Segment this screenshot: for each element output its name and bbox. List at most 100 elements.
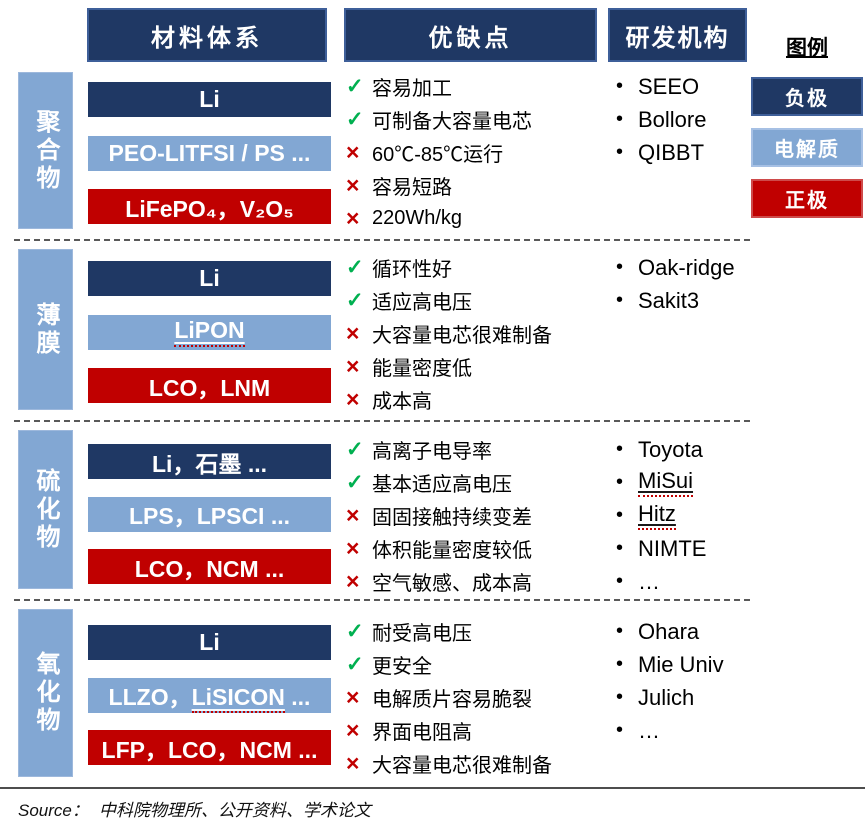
cross-icon: × <box>346 502 360 528</box>
anode-bar-label: Li，石墨 ... <box>152 450 267 477</box>
bullet-icon: • <box>616 289 624 311</box>
pro-item: ✓ 循环性好 <box>344 251 612 284</box>
category-text: 氧化物 <box>32 651 59 735</box>
institution-item: •NIMTE <box>612 532 772 565</box>
cathode-bar: LiFePO₄，V₂O₅ <box>88 189 331 224</box>
institutions-list: •Toyota •MiSui •Hitz •NIMTE •… <box>612 433 772 598</box>
con-item: × 大容量电芯很难制备 <box>344 747 612 780</box>
bullet-icon: • <box>616 620 624 642</box>
pro-text: 容易加工 <box>372 78 452 100</box>
cathode-bar-label: LCO，NCM ... <box>134 555 285 582</box>
pro-item: ✓ 适应高电压 <box>344 284 612 317</box>
pro-text: 基本适应高电压 <box>372 474 512 496</box>
institution-item: •Julich <box>612 681 772 714</box>
material-bars: Li LLZO，LiSICON ... LFP，LCO，NCM ... <box>88 625 331 765</box>
con-text: 空气敏感、成本高 <box>372 573 532 595</box>
category-label-polymer: 聚合物 <box>18 72 73 229</box>
bullet-icon: • <box>616 504 624 526</box>
institution-name: MiSui <box>638 468 694 497</box>
institutions-list: •SEEO •Bollore •QIBBT <box>612 70 772 169</box>
cathode-bar-label: LiFePO₄，V₂O₅ <box>125 195 294 222</box>
section-polymer: 聚合物 Li PEO-LITFSI / PS ... LiFePO₄，V₂O₅ … <box>14 64 750 241</box>
source-text: 中科院物理所、公开资料、学术论文 <box>98 801 371 820</box>
check-icon: ✓ <box>346 75 364 98</box>
footer-divider <box>0 787 865 789</box>
con-text: 容易短路 <box>372 177 452 199</box>
category-text: 聚合物 <box>32 108 59 193</box>
pro-item: ✓更安全 <box>344 648 612 681</box>
bullet-icon: • <box>616 75 624 97</box>
check-icon: ✓ <box>346 289 364 312</box>
cross-icon: × <box>346 386 360 412</box>
pro-text: 可制备大容量电芯 <box>372 111 532 133</box>
legend-item-anode: 负极 <box>751 77 863 116</box>
column-header-institutions: 研发机构 <box>608 8 747 62</box>
institutions-list: • Oak-ridge • Sakit3 <box>612 251 772 317</box>
cross-icon: × <box>346 172 360 198</box>
check-icon: ✓ <box>346 653 364 676</box>
con-item: × 大容量电芯很难制备 <box>344 317 612 350</box>
anode-bar-label: Li <box>199 265 220 291</box>
institution-item: •Mie Univ <box>612 648 772 681</box>
institution-item: •MiSui <box>612 466 772 499</box>
check-icon: ✓ <box>346 620 364 643</box>
legend-title: 图例 <box>786 37 828 60</box>
electrolyte-bar-label: LPS，LPSCI ... <box>128 503 291 529</box>
institution-name: … <box>638 717 660 743</box>
anode-bar-label: Li <box>199 86 220 112</box>
bullet-icon: • <box>616 256 624 278</box>
electrolyte-label-prefix: LLZO， <box>108 684 192 710</box>
con-text: 体积能量密度较低 <box>372 540 532 562</box>
institution-item: •QIBBT <box>612 136 772 169</box>
institution-name: Oak-ridge <box>638 254 735 280</box>
cathode-bar-label: LFP，LCO，NCM ... <box>101 736 318 763</box>
pro-text: 适应高电压 <box>372 292 472 314</box>
con-text: 固固接触持续变差 <box>372 507 532 529</box>
material-bars: Li PEO-LITFSI / PS ... LiFePO₄，V₂O₅ <box>88 82 331 224</box>
cross-icon: × <box>346 139 360 165</box>
pros-cons-list: ✓循环性好 ✓适应高电压 ×大容量电芯很难制备 ×能量密度低 ×成本高 <box>344 251 612 416</box>
category-text: 薄膜 <box>32 301 59 358</box>
legend-item-electrolyte: 电解质 <box>751 128 863 167</box>
check-icon: ✓ <box>346 471 364 494</box>
category-label-thin-film: 薄膜 <box>18 249 73 410</box>
category-text: 硫化物 <box>32 467 59 552</box>
pro-text: 循环性好 <box>372 259 452 281</box>
electrolyte-label-suffix: ... <box>284 684 311 710</box>
cross-icon: × <box>346 320 360 346</box>
con-text: 电解质片容易脆裂 <box>372 689 532 711</box>
cross-icon: × <box>346 750 360 776</box>
institution-name: Sakit3 <box>638 287 700 313</box>
con-text: 大容量电芯很难制备 <box>372 325 552 347</box>
category-label-sulfide: 硫化物 <box>18 430 73 589</box>
column-header-material-system: 材料体系 <box>87 8 327 62</box>
electrolyte-bar-label: LLZO，LiSICON ... <box>108 678 311 713</box>
pros-cons-list: ✓高离子电导率 ✓基本适应高电压 ×固固接触持续变差 ×体积能量密度较低 ×空气… <box>344 433 612 598</box>
cross-icon: × <box>346 568 360 594</box>
bullet-icon: • <box>616 653 624 675</box>
cathode-bar: LFP，LCO，NCM ... <box>88 730 331 765</box>
pro-item: ✓ 容易加工 <box>344 70 612 103</box>
bullet-icon: • <box>616 719 624 741</box>
legend-item-cathode: 正极 <box>751 179 863 218</box>
institution-name: … <box>638 568 660 594</box>
material-bars: Li，石墨 ... LPS，LPSCI ... LCO，NCM ... <box>88 444 331 584</box>
institutions-list: •Ohara •Mie Univ •Julich •… <box>612 615 772 747</box>
cathode-bar: LCO，NCM ... <box>88 549 331 584</box>
con-text: 界面电阻高 <box>372 722 472 744</box>
check-icon: ✓ <box>346 256 364 279</box>
source-prefix: Source： <box>18 801 89 820</box>
cathode-bar-label: LCO，LNM <box>148 374 271 401</box>
bullet-icon: • <box>616 438 624 460</box>
institution-name: Toyota <box>638 436 703 462</box>
section-oxide: 氧化物 Li LLZO，LiSICON ... LFP，LCO，NCM ... … <box>14 601 750 787</box>
con-text: 大容量电芯很难制备 <box>372 755 552 777</box>
cross-icon: × <box>346 717 360 743</box>
institution-item: • Oak-ridge <box>612 251 772 284</box>
con-item: ×电解质片容易脆裂 <box>344 681 612 714</box>
pro-item: ✓可制备大容量电芯 <box>344 103 612 136</box>
con-item: × 空气敏感、成本高 <box>344 565 612 598</box>
con-item: × 界面电阻高 <box>344 714 612 747</box>
con-item: ×成本高 <box>344 383 612 416</box>
